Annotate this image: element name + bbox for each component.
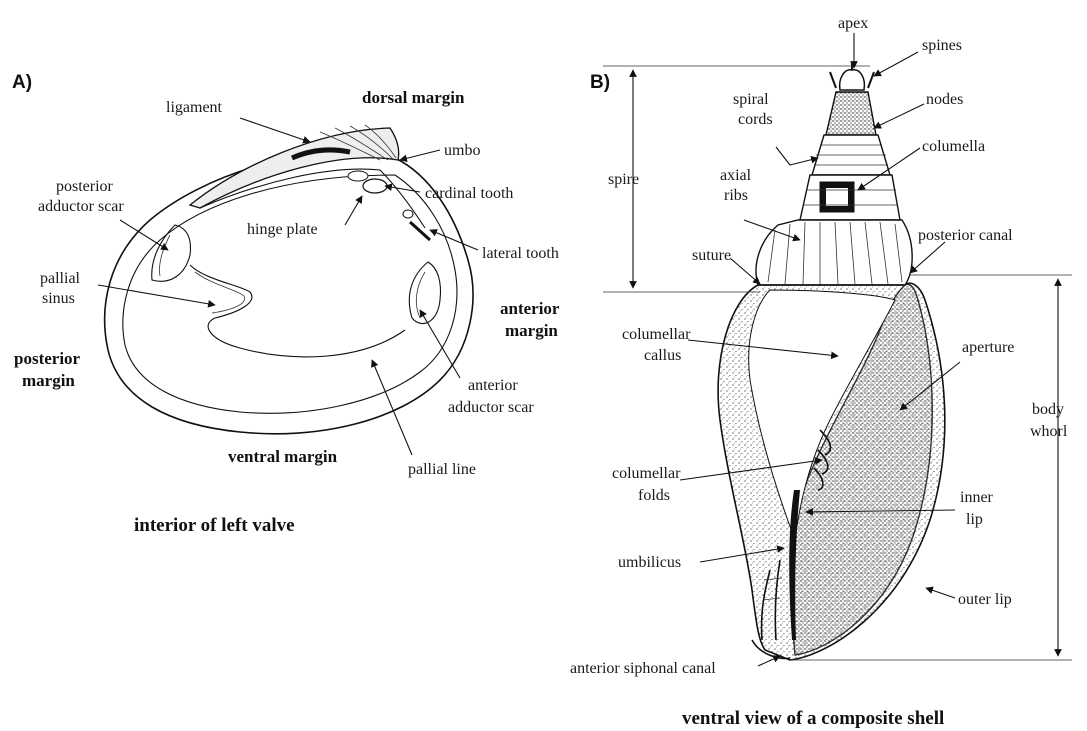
label-cardinal-tooth: cardinal tooth — [425, 185, 513, 202]
label-anterior-adductor-scar-2: adductor scar — [448, 399, 534, 416]
label-ligament: ligament — [166, 99, 223, 116]
label-columellar-callus-1: columellar — [622, 326, 691, 343]
label-ventral-margin: ventral margin — [228, 447, 338, 466]
nodes-whorl — [826, 92, 876, 135]
label-posterior-adductor-scar-1: posterior — [56, 178, 114, 195]
anterior-adductor-scar-shape — [409, 262, 440, 324]
valve-outline — [105, 153, 473, 433]
label-inner-lip-2: lip — [966, 511, 983, 528]
label-axial-ribs-2: ribs — [724, 187, 748, 204]
cardinal-tooth-shape — [363, 179, 387, 193]
label-posterior-margin-2: margin — [22, 371, 75, 390]
label-lateral-tooth: lateral tooth — [482, 245, 559, 262]
label-body-whorl-1: body — [1032, 401, 1064, 418]
label-columellar-folds-1: columellar — [612, 465, 681, 482]
label-spiral-cords-1: spiral — [733, 91, 769, 108]
label-posterior-margin-1: posterior — [14, 349, 81, 368]
label-anterior-siphonal-canal: anterior siphonal canal — [570, 660, 716, 677]
panel-a-caption: interior of left valve — [134, 515, 295, 536]
label-umbilicus: umbilicus — [618, 554, 681, 571]
label-posterior-adductor-scar-2: adductor scar — [38, 198, 124, 215]
label-columellar-folds-2: folds — [638, 487, 670, 504]
label-pallial-line: pallial line — [408, 461, 476, 478]
label-pallial-sinus-1: pallial — [40, 270, 81, 287]
label-columellar-callus-2: callus — [644, 347, 681, 364]
label-anterior-margin-2: margin — [505, 321, 558, 340]
label-nodes: nodes — [926, 91, 963, 108]
lateral-tooth-shape — [410, 222, 430, 240]
panel-b-caption: ventral view of a composite shell — [682, 708, 944, 729]
ligament-shape — [190, 128, 399, 208]
posterior-adductor-scar-shape — [152, 225, 191, 281]
label-suture: suture — [692, 247, 731, 264]
label-columella: columella — [922, 138, 985, 155]
label-body-whorl-2: whorl — [1030, 423, 1068, 440]
label-spiral-cords-2: cords — [738, 111, 773, 128]
label-inner-lip-1: inner — [960, 489, 994, 506]
panel-a: A) — [12, 72, 473, 434]
label-aperture: aperture — [962, 339, 1014, 356]
apex-shape — [840, 70, 865, 90]
label-apex: apex — [838, 15, 868, 32]
label-anterior-adductor-scar-1: anterior — [468, 377, 518, 394]
label-hinge-plate: hinge plate — [247, 221, 318, 238]
axial-ribs-whorl — [756, 220, 912, 285]
label-spire: spire — [608, 171, 639, 188]
panel-a-label: A) — [12, 72, 32, 93]
label-anterior-margin-1: anterior — [500, 299, 560, 318]
label-outer-lip: outer lip — [958, 591, 1012, 608]
panel-b-label: B) — [590, 72, 610, 93]
label-umbo: umbo — [444, 142, 480, 159]
label-posterior-canal: posterior canal — [918, 227, 1013, 244]
label-dorsal-margin: dorsal margin — [362, 88, 465, 107]
label-axial-ribs-1: axial — [720, 167, 752, 184]
label-pallial-sinus-2: sinus — [42, 290, 75, 307]
label-spines: spines — [922, 37, 962, 54]
